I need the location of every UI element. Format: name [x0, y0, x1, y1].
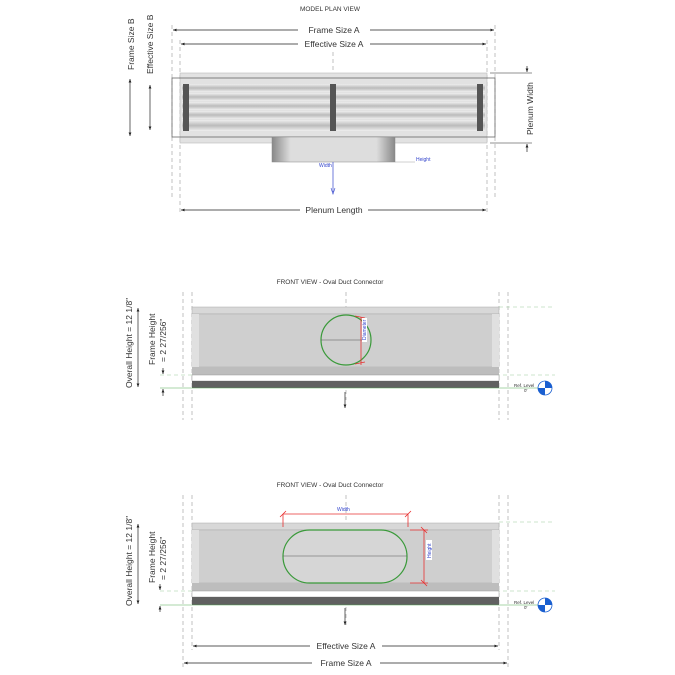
overall-height-label: Overall Height = 12 1/8" [124, 298, 134, 388]
overall-height-label: Overall Height = 12 1/8" [124, 516, 134, 606]
oval-width-label: Width [337, 507, 350, 513]
frame-size-a-label: Frame Size A [320, 658, 371, 668]
frame-height-value: = 2 27/256" [158, 537, 168, 580]
plan-view: MODEL PLAN VIEW Frame Size A Effective S… [126, 6, 535, 215]
louver-blades [182, 84, 485, 131]
plenum-body [191, 313, 500, 368]
effective-size-a-label: Effective Size A [317, 641, 376, 651]
oval-height-label: Height [427, 543, 433, 558]
duct-collar [271, 136, 396, 163]
plenum-length-label: Plenum Length [305, 205, 362, 215]
oval-connector-outline [282, 529, 408, 584]
ref-level-label: Ref. Level [514, 600, 534, 605]
height-parameter-label: Height [416, 157, 431, 163]
ref-level-value: 0' [524, 605, 528, 610]
effective-size-a-label: Effective Size A [305, 39, 364, 49]
plan-view-title: MODEL PLAN VIEW [300, 6, 361, 13]
ref-level-marker-icon [537, 380, 553, 396]
front-view-round: FRONT VIEW - Oval Duct Connector Diamete… [124, 279, 555, 420]
width-parameter-label: Width [319, 163, 332, 169]
frame-size-b-label: Frame Size B [126, 18, 136, 70]
frame-height-value: = 2 27/256" [158, 319, 168, 362]
frame-height-label: Frame Height [147, 531, 157, 583]
front-view-oval-title: FRONT VIEW - Oval Duct Connector [277, 482, 385, 489]
ref-level-marker-icon [537, 597, 553, 613]
frame-bottom [192, 597, 499, 605]
front-view-oval: FRONT VIEW - Oval Duct Connector Width H… [124, 482, 555, 668]
effective-size-b-label: Effective Size B [145, 14, 155, 74]
frame-size-a-label: Frame Size A [308, 25, 359, 35]
diameter-label: Diameter [362, 319, 368, 340]
plenum-width-label: Plenum Width [525, 82, 535, 135]
ref-level-label: Ref. Level [514, 383, 534, 388]
front-view-round-title: FRONT VIEW - Oval Duct Connector [277, 279, 385, 286]
frame-height-label: Frame Height [147, 313, 157, 365]
frame-bottom [192, 381, 499, 388]
ref-level-value: 0' [524, 388, 528, 393]
